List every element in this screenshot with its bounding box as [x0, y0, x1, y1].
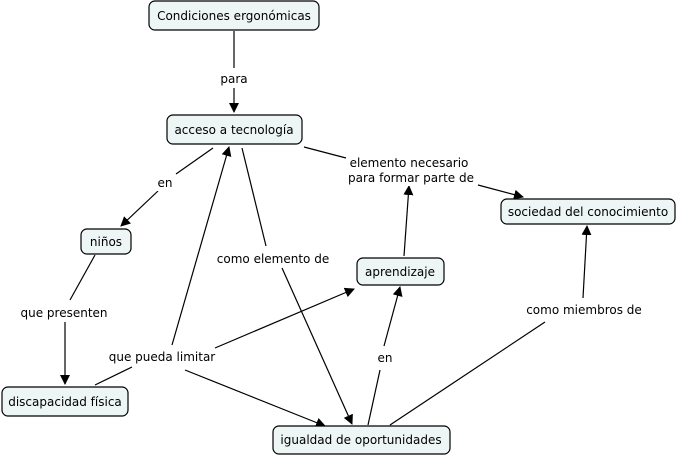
node-sociedad-del-conocimiento[interactable]: sociedad del conocimiento: [500, 198, 676, 225]
link-label-background: [524, 302, 644, 318]
link-label-como-elemento-de: como elemento de: [217, 252, 329, 266]
node-label-ninos: niños: [90, 235, 122, 249]
link-label-para: para: [220, 72, 247, 86]
edge-miembros-sociedad: [581, 225, 592, 299]
link-label-background: [218, 71, 250, 87]
edge-acceso-elemento: [303, 146, 347, 159]
link-label-que-presenten: que presenten: [20, 306, 107, 320]
edge-acceso-comoelemento: [241, 147, 267, 247]
link-label-background: [155, 175, 175, 191]
link-label-que-pueda-limitar: que pueda limitar: [109, 350, 216, 364]
node-label-igualdad: igualdad de oportunidades: [280, 433, 441, 447]
node-label-acceso: acceso a tecnología: [174, 123, 293, 137]
edge-en-ninos: [120, 190, 159, 227]
edge-elemento-sociedad: [477, 184, 524, 200]
edge-ninos-presenten: [69, 254, 96, 301]
edge-comoelemento-igualdad: [281, 267, 353, 425]
edge-igualdad-en: [367, 369, 381, 426]
node-acceso-a-tecnologia[interactable]: acceso a tecnología: [166, 114, 303, 145]
link-label-como-miembros-de: como miembros de: [526, 303, 642, 317]
edge-igualdad-miembros: [389, 321, 546, 426]
link-label-background: [347, 155, 471, 171]
node-igualdad-de-oportunidades[interactable]: igualdad de oportunidades: [272, 425, 451, 455]
node-discapacidad-fisica[interactable]: discapacidad física: [1, 386, 129, 417]
link-labels: para en elemento necesario para formar p…: [20, 72, 641, 365]
link-label-elemento-necesario-line1: elemento necesario: [350, 156, 469, 170]
edge-aprendizaje-elemento: [403, 185, 414, 257]
edges: [60, 31, 592, 428]
edge-acceso-en: [175, 147, 214, 175]
node-label-condiciones: Condiciones ergonómicas: [157, 9, 311, 23]
edge-limitar-aprendizaje: [214, 287, 355, 349]
edge-discapacidad-limitar: [94, 366, 133, 386]
link-label-background: [106, 349, 218, 365]
node-label-aprendizaje: aprendizaje: [365, 265, 435, 279]
node-ninos[interactable]: niños: [80, 228, 132, 255]
link-label-en-aprendizaje: en: [378, 351, 393, 365]
link-label-background: [214, 251, 332, 267]
node-condiciones-ergonomicas[interactable]: Condiciones ergonómicas: [148, 0, 320, 31]
node-label-sociedad: sociedad del conocimiento: [508, 205, 668, 219]
link-label-background: [346, 170, 476, 186]
link-label-elemento-necesario-line2: para formar parte de: [348, 171, 474, 185]
edge-en-aprendizaje: [383, 286, 403, 347]
edge-limitar-igualdad: [184, 369, 326, 428]
link-label-en-ninos: en: [158, 176, 173, 190]
node-aprendizaje[interactable]: aprendizaje: [356, 257, 445, 286]
node-label-discapacidad: discapacidad física: [8, 395, 122, 409]
link-label-background: [18, 305, 110, 321]
link-label-background: [375, 350, 395, 366]
edge-limitar-acceso: [171, 146, 232, 346]
